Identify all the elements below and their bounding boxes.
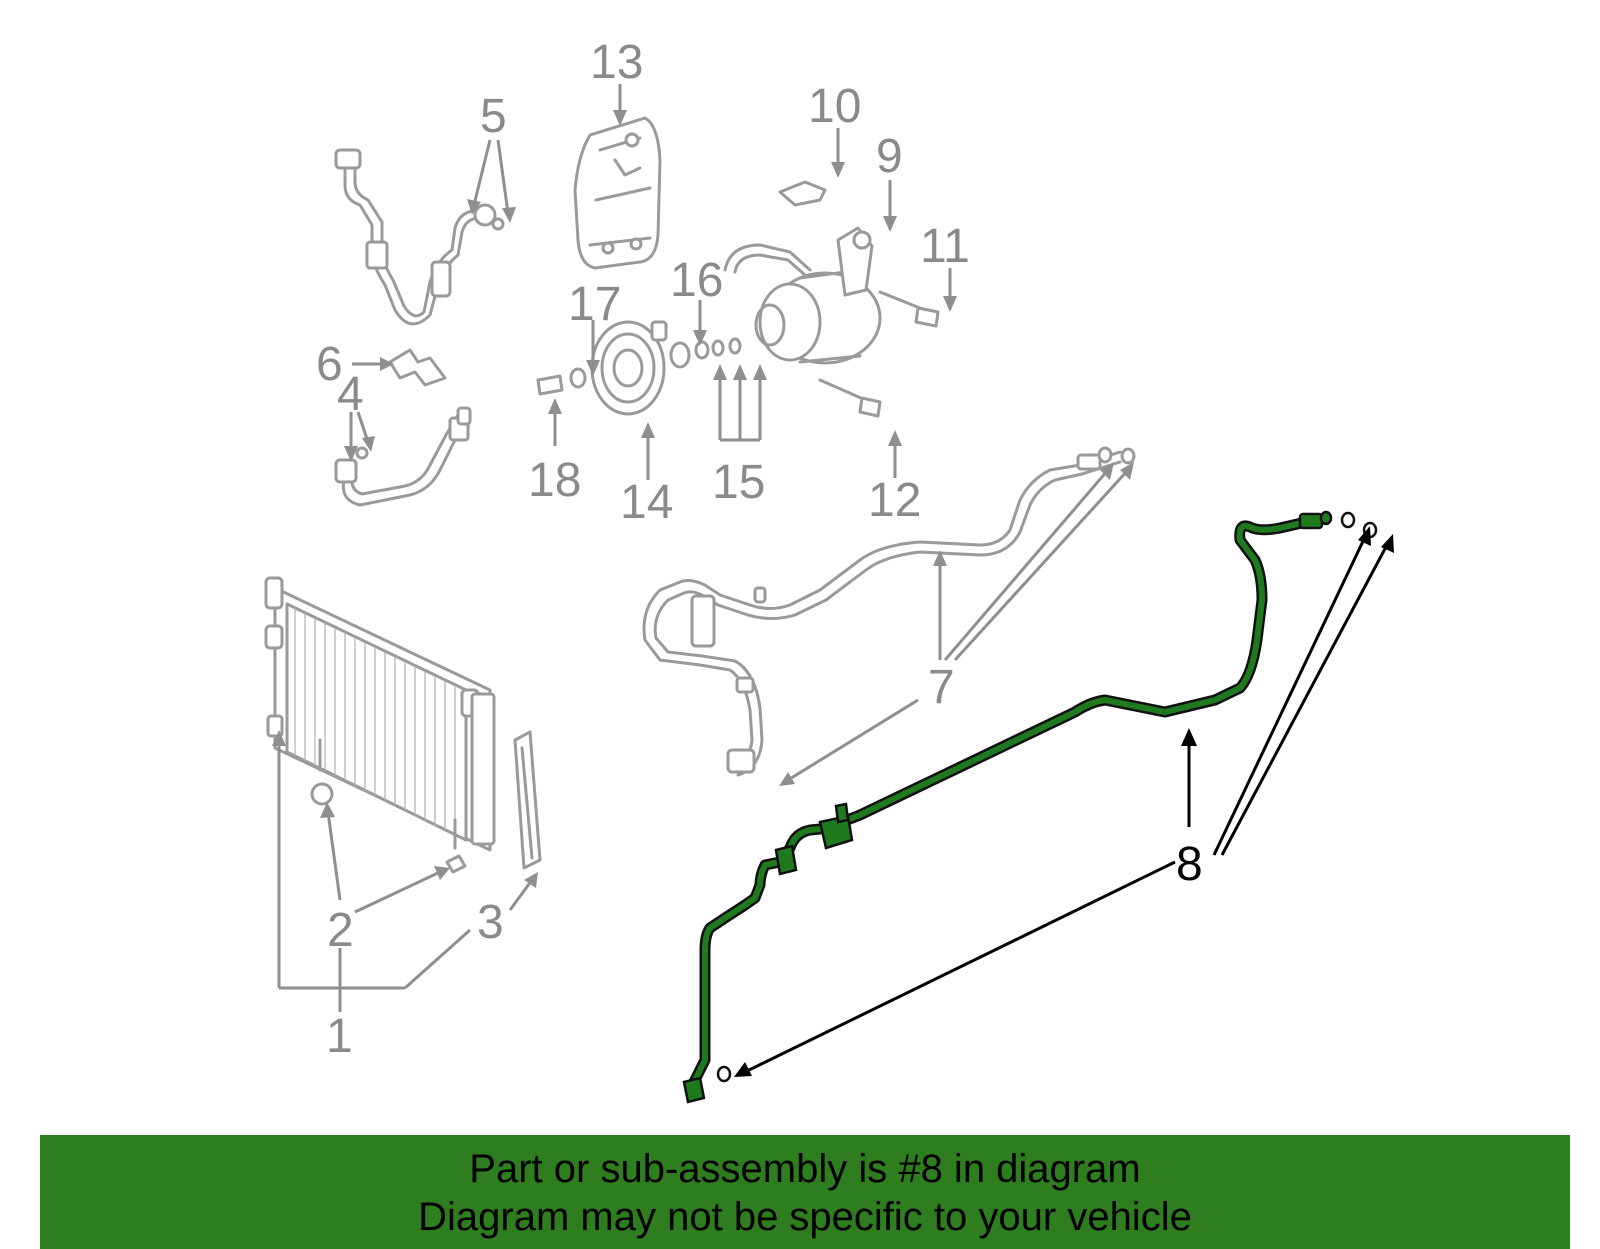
discharge-hose-part	[334, 406, 472, 507]
callout-3: 3	[477, 896, 504, 949]
clutch-pulley-part	[536, 320, 742, 416]
callout-17: 17	[568, 278, 621, 331]
banner-line-1: Part or sub-assembly is #8 in diagram	[469, 1147, 1141, 1191]
condenser-part	[264, 576, 496, 852]
callout-13: 13	[590, 36, 643, 89]
callout-6: 6	[316, 338, 343, 391]
callout-18: 18	[528, 454, 581, 507]
callout-14: 14	[620, 476, 673, 529]
callout-9: 9	[876, 130, 903, 183]
gray-leader-lines	[272, 84, 1134, 1012]
callout-1: 1	[326, 1010, 353, 1063]
callout-10: 10	[808, 80, 861, 133]
highlighted-hose-part-8	[682, 510, 1378, 1104]
callout-5: 5	[480, 90, 507, 143]
bolt-part-2	[310, 782, 467, 874]
info-banner: Part or sub-assembly is #8 in diagram Di…	[40, 1135, 1570, 1249]
mounting-bracket-part	[573, 116, 662, 270]
callout-15: 15	[712, 456, 765, 509]
callout-7: 7	[928, 661, 955, 714]
callout-11: 11	[920, 220, 970, 273]
banner-line-2: Diagram may not be specific to your vehi…	[418, 1195, 1192, 1239]
compressor-part	[723, 180, 940, 418]
callout-numbers: 1 2 3 4 5 6 7 8 9 10 11 12 13 14 15 16 1…	[316, 36, 1203, 1063]
callout-16: 16	[670, 254, 723, 307]
leader-lines-part-8	[734, 526, 1394, 1077]
suction-hose-part	[334, 148, 505, 326]
seal-strip-part	[513, 730, 542, 870]
callout-8: 8	[1176, 838, 1203, 891]
callout-2: 2	[327, 904, 354, 957]
callout-12: 12	[868, 474, 921, 527]
callout-4: 4	[337, 368, 364, 421]
liquid-line-part-7	[642, 446, 1136, 777]
bracket-part-6	[388, 348, 447, 387]
